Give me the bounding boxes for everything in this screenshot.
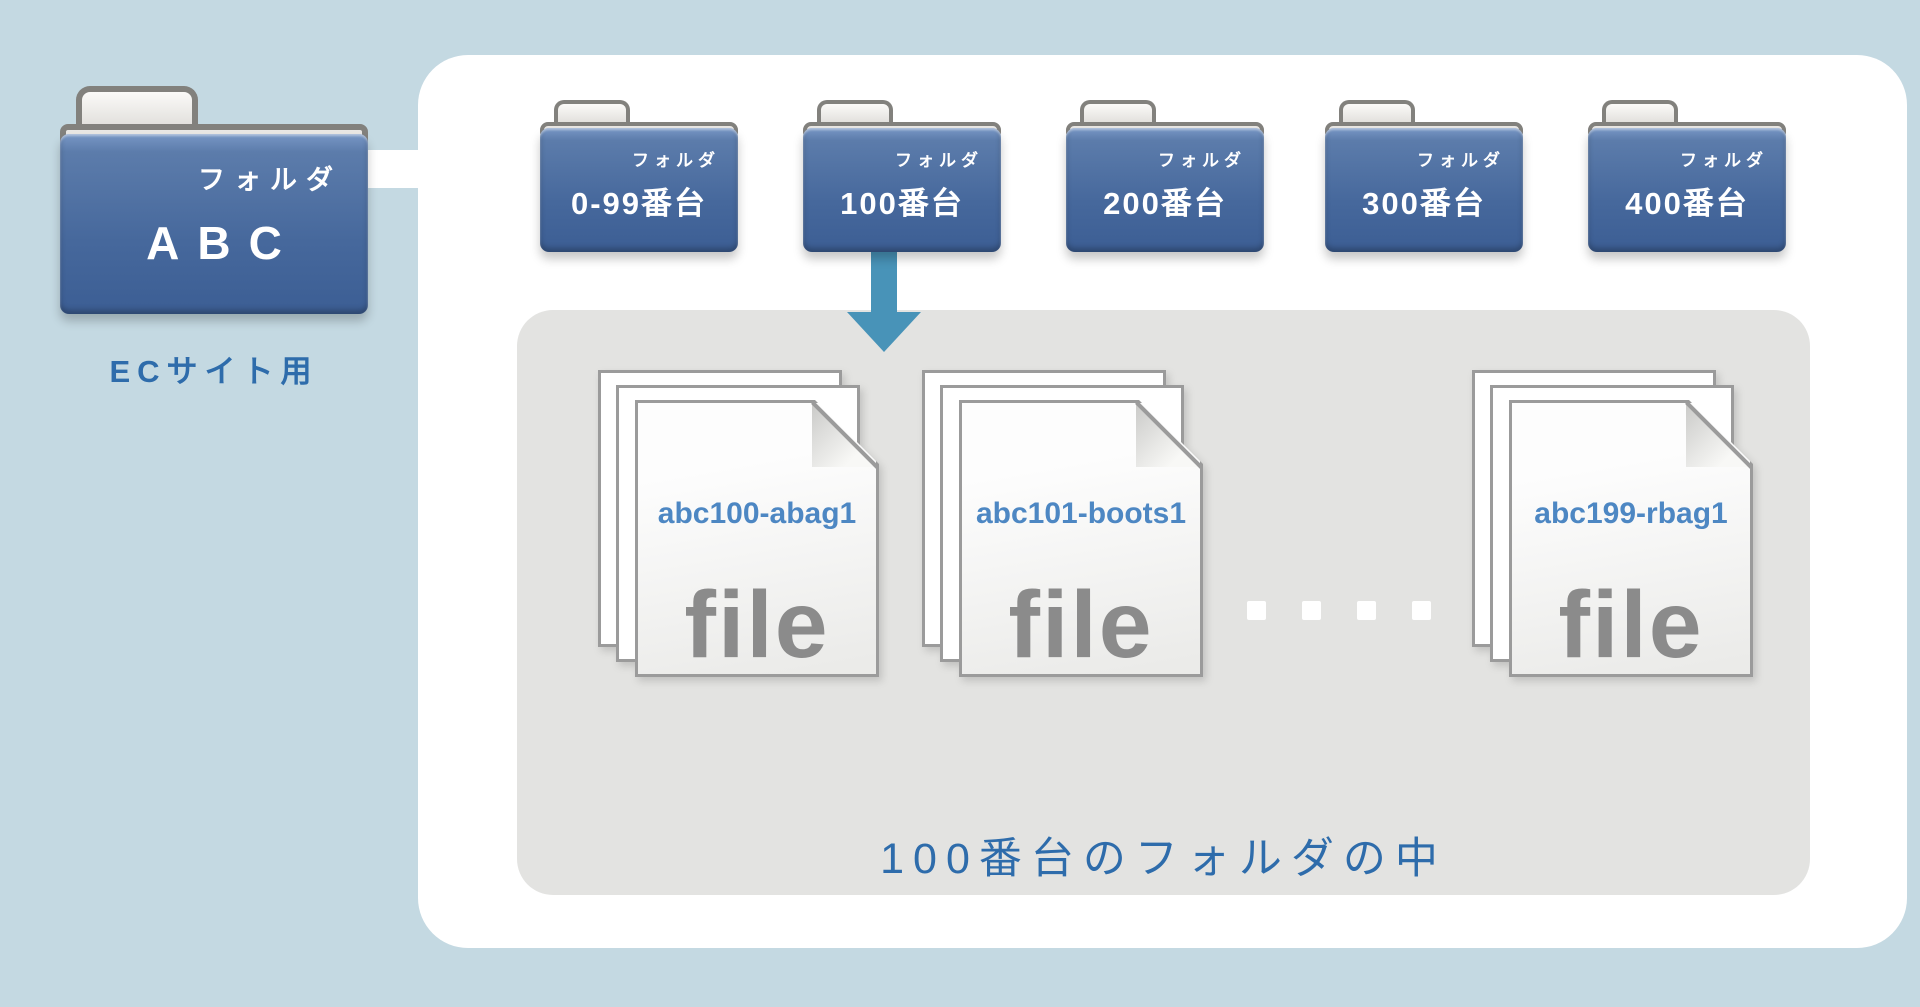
- folder-type-label: フォルダ: [1680, 151, 1768, 170]
- subfolder-400: フォルダ 400番台: [1588, 100, 1786, 252]
- root-folder-caption: ECサイト用: [109, 354, 319, 389]
- file-page-front: abc101-boots1 file: [959, 400, 1203, 677]
- file-type-label: file: [1558, 571, 1704, 678]
- folder-body: フォルダ 0-99番台: [540, 128, 738, 252]
- folder-body: フォルダ ABC: [60, 134, 368, 314]
- root-folder: フォルダ ABC: [60, 86, 368, 318]
- file-stack-abc101: abc101-boots1 file: [922, 370, 1204, 678]
- file-name: abc199-rbag1: [1534, 497, 1728, 530]
- folder-type-label: フォルダ: [632, 151, 720, 170]
- folder-type-label: フォルダ: [1158, 151, 1246, 170]
- folder-body: フォルダ 200番台: [1066, 128, 1264, 252]
- subfolder-100: フォルダ 100番台: [803, 100, 1001, 252]
- file-stack-abc199: abc199-rbag1 file: [1472, 370, 1754, 678]
- connector-line: [358, 150, 428, 188]
- file-name: abc100-abag1: [657, 497, 857, 530]
- folder-name: ABC: [146, 217, 300, 269]
- files-panel-caption: 100番台のフォルダの中: [880, 835, 1447, 883]
- folder-name: 100番台: [840, 186, 964, 221]
- folder-type-label: フォルダ: [1417, 151, 1505, 170]
- folder-type-label: フォルダ: [198, 165, 342, 195]
- ellipsis-dot: [1357, 601, 1376, 620]
- file-type-label: file: [1008, 571, 1154, 678]
- folder-body: フォルダ 300番台: [1325, 128, 1523, 252]
- folder-name: 0-99番台: [570, 186, 708, 221]
- folder-name: 200番台: [1103, 186, 1227, 221]
- file-page-front: abc100-abag1 file: [635, 400, 879, 677]
- ellipsis-dot: [1412, 601, 1431, 620]
- folder-name: 400番台: [1625, 186, 1749, 221]
- down-arrow-stem: [871, 246, 897, 316]
- file-name: abc101-boots1: [975, 497, 1187, 530]
- down-arrow-head: [847, 312, 921, 352]
- ellipsis-dot: [1302, 601, 1321, 620]
- file-page-front: abc199-rbag1 file: [1509, 400, 1753, 677]
- folder-name: 300番台: [1362, 186, 1486, 221]
- subfolder-200: フォルダ 200番台: [1066, 100, 1264, 252]
- subfolder-300: フォルダ 300番台: [1325, 100, 1523, 252]
- folder-body: フォルダ 400番台: [1588, 128, 1786, 252]
- subfolder-0-99: フォルダ 0-99番台: [540, 100, 738, 252]
- ellipsis-dot: [1247, 601, 1266, 620]
- folder-type-label: フォルダ: [895, 151, 983, 170]
- folder-body: フォルダ 100番台: [803, 128, 1001, 252]
- file-stack-abc100: abc100-abag1 file: [598, 370, 880, 678]
- file-type-label: file: [684, 571, 830, 678]
